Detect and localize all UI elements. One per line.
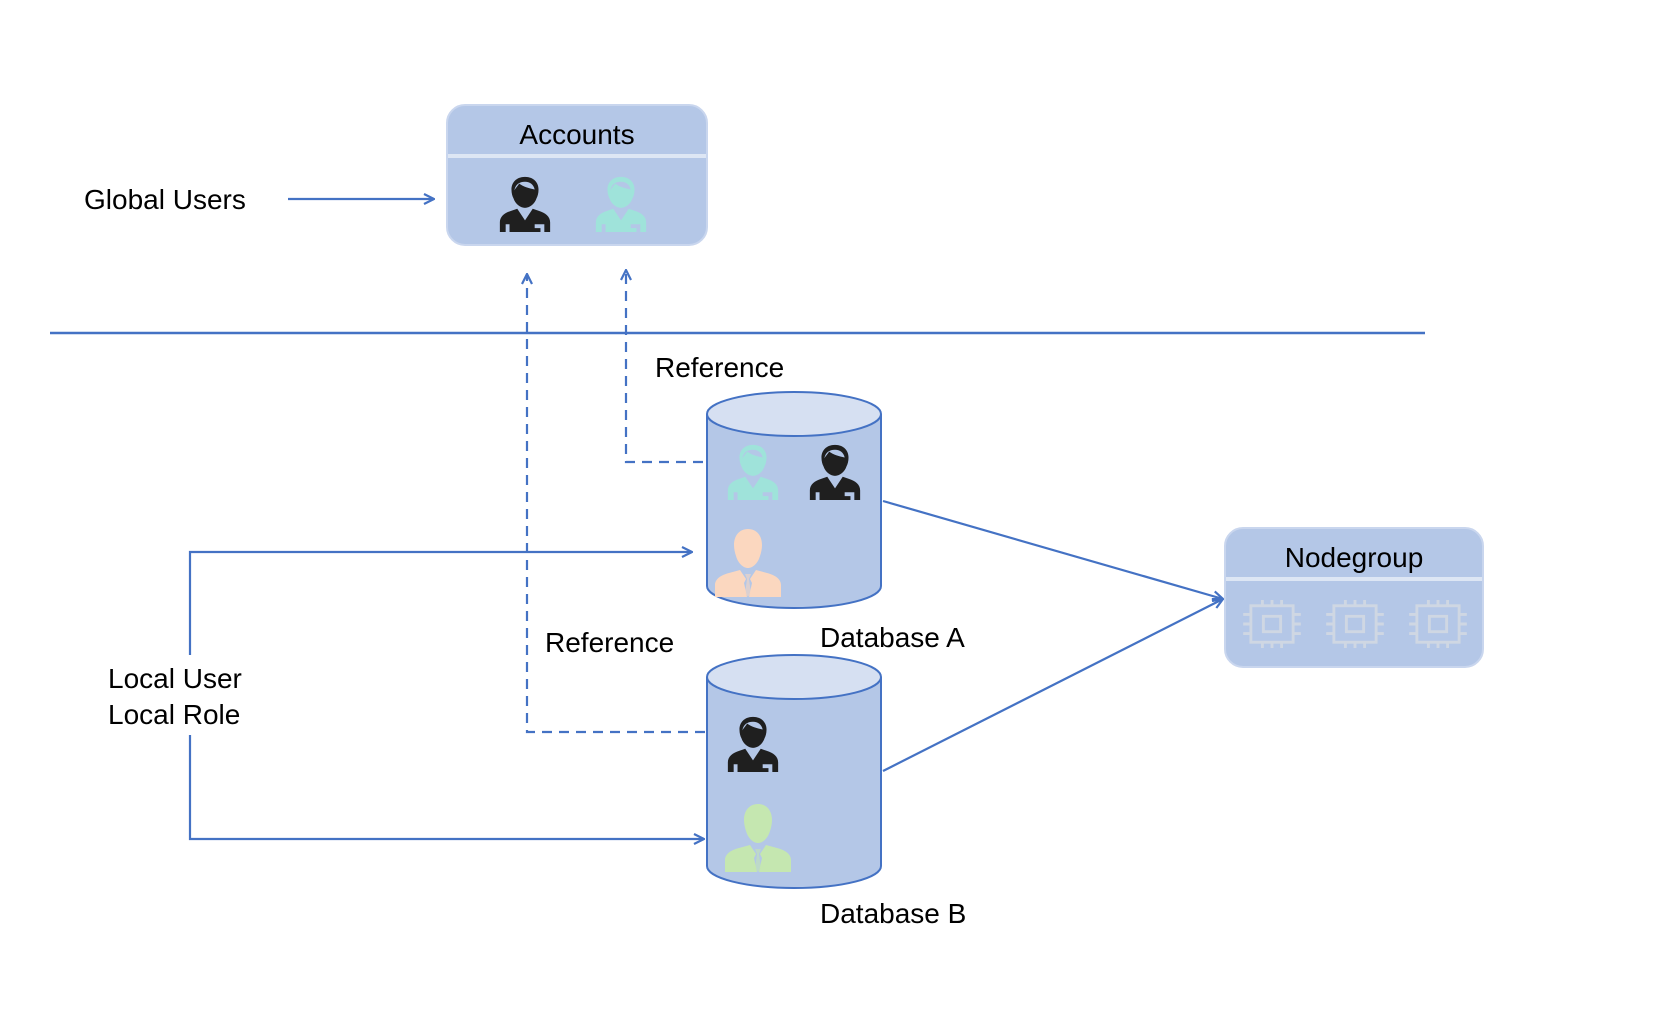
reference-arrow-b	[527, 274, 705, 734]
local-user-role-label: Local User Local Role	[108, 661, 242, 733]
global-users-label: Global Users	[84, 184, 246, 215]
accounts-box	[446, 104, 708, 246]
reference-arrow-a	[626, 270, 703, 464]
database-b-to-nodegroup-arrow	[882, 599, 1223, 772]
reference-label-mid: Reference	[545, 627, 675, 658]
reference-label-top: Reference	[655, 352, 785, 383]
accounts-title: Accounts	[519, 119, 635, 150]
local-role-label: Local Role	[108, 699, 241, 730]
database-b-cylinder	[706, 654, 882, 889]
nodegroup-title: Nodegroup	[1284, 542, 1424, 573]
nodegroup-box	[1224, 527, 1484, 668]
database-b-label: Database B	[820, 898, 967, 929]
local-arrow-b	[188, 735, 704, 839]
database-a-cylinder	[706, 391, 882, 609]
database-a-label: Database A	[820, 622, 965, 653]
database-a-to-nodegroup-arrow	[882, 499, 1223, 599]
local-arrow-a	[188, 552, 692, 655]
local-user-label: Local User	[108, 663, 242, 694]
